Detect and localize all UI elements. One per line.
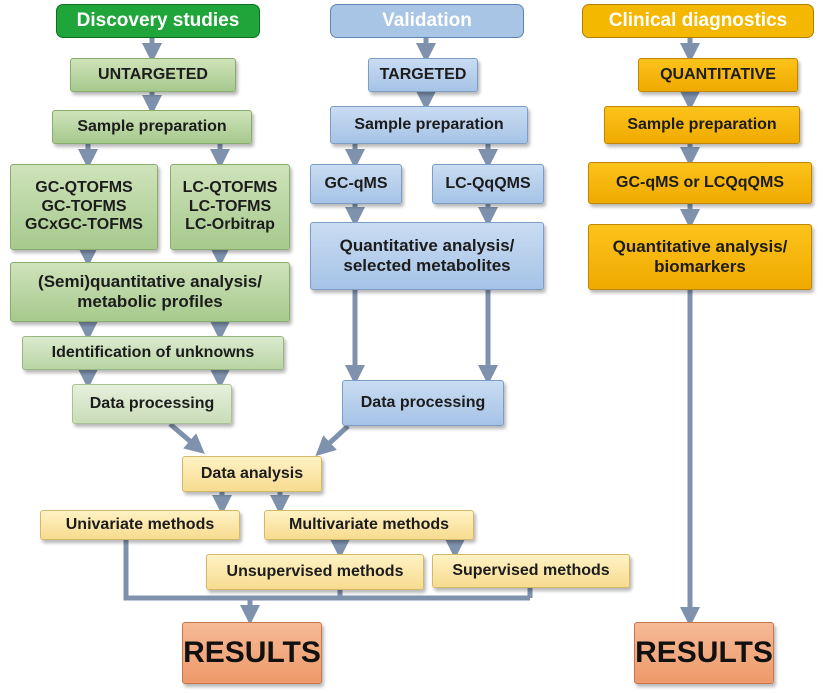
- validation-quant-line-1: Quantitative analysis/: [339, 235, 515, 255]
- clinical-quant-box: Quantitative analysis/ biomarkers: [588, 224, 812, 290]
- clinical-header: Clinical diagnostics: [582, 4, 814, 38]
- clinical-sample-prep-box: Sample preparation: [604, 106, 800, 144]
- targeted-box: TARGETED: [368, 58, 478, 92]
- clinical-methods-box: GC-qMS or LCQqQMS: [588, 162, 812, 204]
- lc-methods-box: LC-QTOFMS LC-TOFMS LC-Orbitrap: [170, 164, 290, 250]
- semiquant-line-1: (Semi)quantitative analysis/: [38, 271, 262, 291]
- lc-method-1: LC-QTOFMS: [182, 178, 278, 196]
- validation-quant-box: Quantitative analysis/ selected metaboli…: [310, 222, 544, 290]
- validation-quant-line-2: selected metabolites: [343, 256, 511, 275]
- supervised-box: Supervised methods: [432, 554, 630, 588]
- gc-method-2: GC-TOFMS: [41, 197, 127, 215]
- identification-box: Identification of unknowns: [22, 336, 284, 370]
- validation-lc-box: LC-QqQMS: [432, 164, 544, 204]
- validation-gc-box: GC-qMS: [310, 164, 402, 204]
- validation-header: Validation: [330, 4, 524, 38]
- lc-method-3: LC-Orbitrap: [185, 216, 275, 234]
- semiquant-line-2: metabolic profiles: [77, 292, 223, 311]
- untargeted-box: UNTARGETED: [70, 58, 236, 92]
- validation-data-processing-box: Data processing: [342, 380, 504, 426]
- gc-method-1: GC-QTOFMS: [35, 178, 133, 196]
- univariate-box: Univariate methods: [40, 510, 240, 540]
- discovery-header: Discovery studies: [56, 4, 260, 38]
- clinical-quant-line-2: biomarkers: [654, 257, 746, 276]
- gc-methods-box: GC-QTOFMS GC-TOFMS GCxGC-TOFMS: [10, 164, 158, 250]
- arrow: [168, 422, 205, 454]
- quantitative-box: QUANTITATIVE: [638, 58, 798, 92]
- arrow: [315, 424, 350, 457]
- gc-method-3: GCxGC-TOFMS: [25, 216, 143, 234]
- validation-sample-prep-box: Sample preparation: [330, 106, 528, 144]
- data-analysis-box: Data analysis: [182, 456, 322, 492]
- discovery-sample-prep-box: Sample preparation: [52, 110, 252, 144]
- unsupervised-box: Unsupervised methods: [206, 554, 424, 590]
- lc-method-2: LC-TOFMS: [188, 197, 272, 215]
- clinical-results-box: RESULTS: [634, 622, 774, 684]
- discovery-data-processing-box: Data processing: [72, 384, 232, 424]
- clinical-quant-line-1: Quantitative analysis/: [612, 236, 788, 256]
- arrow: [123, 540, 530, 601]
- semiquant-analysis-box: (Semi)quantitative analysis/ metabolic p…: [10, 262, 290, 322]
- results-box: RESULTS: [182, 622, 322, 684]
- multivariate-box: Multivariate methods: [264, 510, 474, 540]
